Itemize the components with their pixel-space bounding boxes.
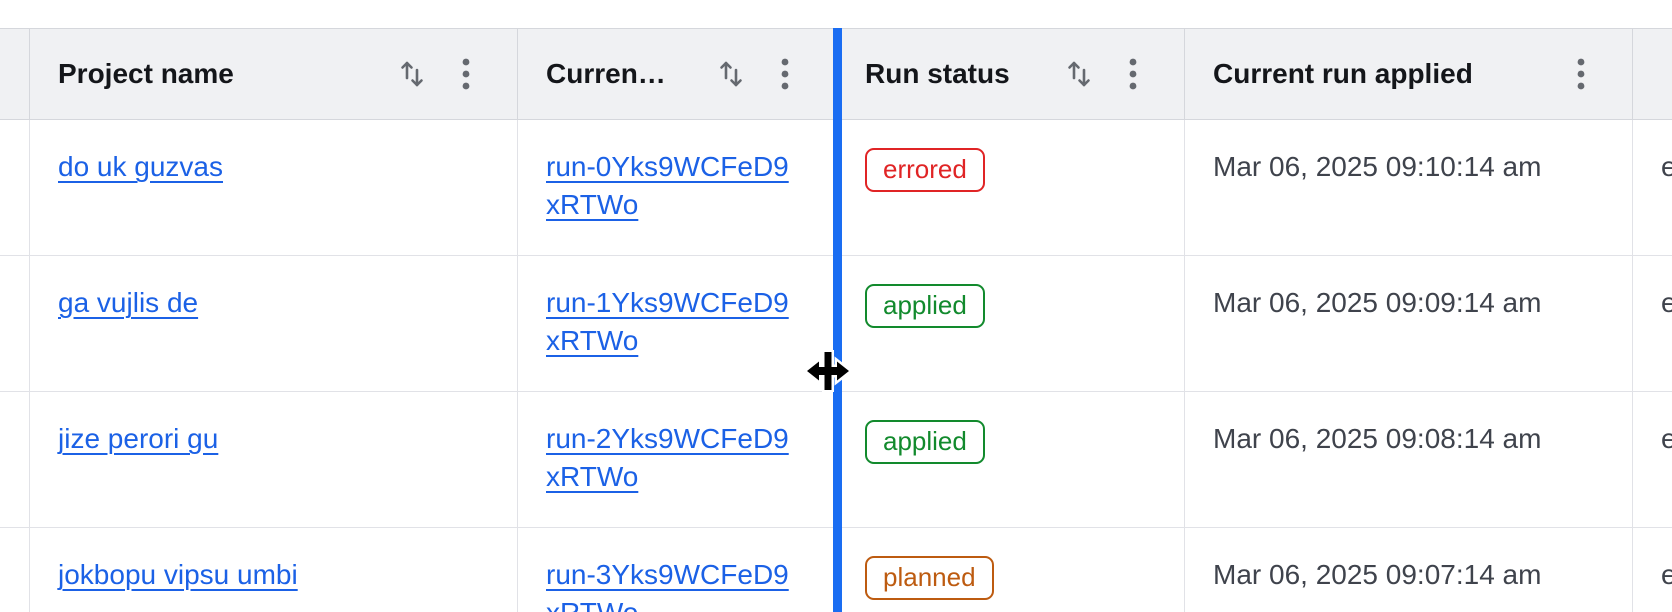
status-badge: planned	[865, 556, 994, 600]
left-edge-cell	[0, 528, 30, 612]
applied-timestamp: Mar 06, 2025 09:09:14 am	[1213, 287, 1542, 318]
run-link[interactable]: run-1Yks9WCFeD9xRTWo	[546, 287, 789, 356]
run-status-cell: planned	[837, 528, 1185, 612]
truncated-cell: e	[1633, 120, 1672, 255]
current-run-applied-cell: Mar 06, 2025 09:09:14 am	[1185, 256, 1633, 391]
current-run-cell: run-1Yks9WCFeD9xRTWo	[518, 256, 837, 391]
col-header-run-status[interactable]: Run status	[837, 29, 1185, 119]
left-edge-cell	[0, 392, 30, 527]
current-run-cell: run-3Yks9WCFeD9xRTWo	[518, 528, 837, 612]
project-link[interactable]: jize perori gu	[58, 423, 219, 454]
col-label-current-run-applied: Current run applied	[1213, 58, 1473, 89]
truncated-cell: e	[1633, 528, 1672, 612]
run-link[interactable]: run-0Yks9WCFeD9xRTWo	[546, 151, 789, 220]
column-resize-indicator[interactable]	[833, 28, 842, 612]
applied-timestamp: Mar 06, 2025 09:07:14 am	[1213, 559, 1542, 590]
applied-timestamp: Mar 06, 2025 09:10:14 am	[1213, 151, 1542, 182]
col-header-truncated[interactable]: V	[1633, 29, 1672, 119]
project-name-cell: jize perori gu	[30, 392, 518, 527]
kebab-menu-icon[interactable]	[1576, 56, 1586, 92]
current-run-applied-cell: Mar 06, 2025 09:10:14 am	[1185, 120, 1633, 255]
left-edge-cell	[0, 120, 30, 255]
col-label-current-run: Curren…	[546, 58, 666, 89]
truncated-value: e	[1661, 287, 1672, 318]
applied-timestamp: Mar 06, 2025 09:08:14 am	[1213, 423, 1542, 454]
run-status-cell: applied	[837, 256, 1185, 391]
col-header-current-run-applied[interactable]: Current run applied	[1185, 29, 1633, 119]
left-edge-column-header	[0, 29, 30, 119]
project-name-cell: jokbopu vipsu umbi	[30, 528, 518, 612]
project-link[interactable]: ga vujlis de	[58, 287, 199, 318]
sort-icon[interactable]	[1066, 58, 1092, 90]
project-link[interactable]: jokbopu vipsu umbi	[58, 559, 298, 590]
truncated-value: e	[1661, 423, 1672, 454]
current-run-applied-cell: Mar 06, 2025 09:07:14 am	[1185, 528, 1633, 612]
run-status-cell: applied	[837, 392, 1185, 527]
sort-icon[interactable]	[399, 58, 425, 90]
col-label-run-status: Run status	[865, 58, 1010, 89]
col-header-current-run[interactable]: Curren…	[518, 29, 837, 119]
status-badge: applied	[865, 284, 985, 328]
run-status-cell: errored	[837, 120, 1185, 255]
current-run-applied-cell: Mar 06, 2025 09:08:14 am	[1185, 392, 1633, 527]
project-name-cell: ga vujlis de	[30, 256, 518, 391]
truncated-cell: e	[1633, 256, 1672, 391]
col-header-project-name[interactable]: Project name	[30, 29, 518, 119]
run-link[interactable]: run-3Yks9WCFeD9xRTWo	[546, 559, 789, 612]
truncated-value: e	[1661, 151, 1672, 182]
status-badge: applied	[865, 420, 985, 464]
run-link[interactable]: run-2Yks9WCFeD9xRTWo	[546, 423, 789, 492]
kebab-menu-icon[interactable]	[780, 56, 790, 92]
left-edge-cell	[0, 256, 30, 391]
sort-icon[interactable]	[718, 58, 744, 90]
kebab-menu-icon[interactable]	[461, 56, 471, 92]
status-badge: errored	[865, 148, 985, 192]
project-link[interactable]: do uk guzvas	[58, 151, 223, 182]
truncated-cell: e	[1633, 392, 1672, 527]
col-label-project-name: Project name	[58, 58, 234, 89]
project-name-cell: do uk guzvas	[30, 120, 518, 255]
current-run-cell: run-2Yks9WCFeD9xRTWo	[518, 392, 837, 527]
truncated-value: e	[1661, 559, 1672, 590]
current-run-cell: run-0Yks9WCFeD9xRTWo	[518, 120, 837, 255]
kebab-menu-icon[interactable]	[1128, 56, 1138, 92]
